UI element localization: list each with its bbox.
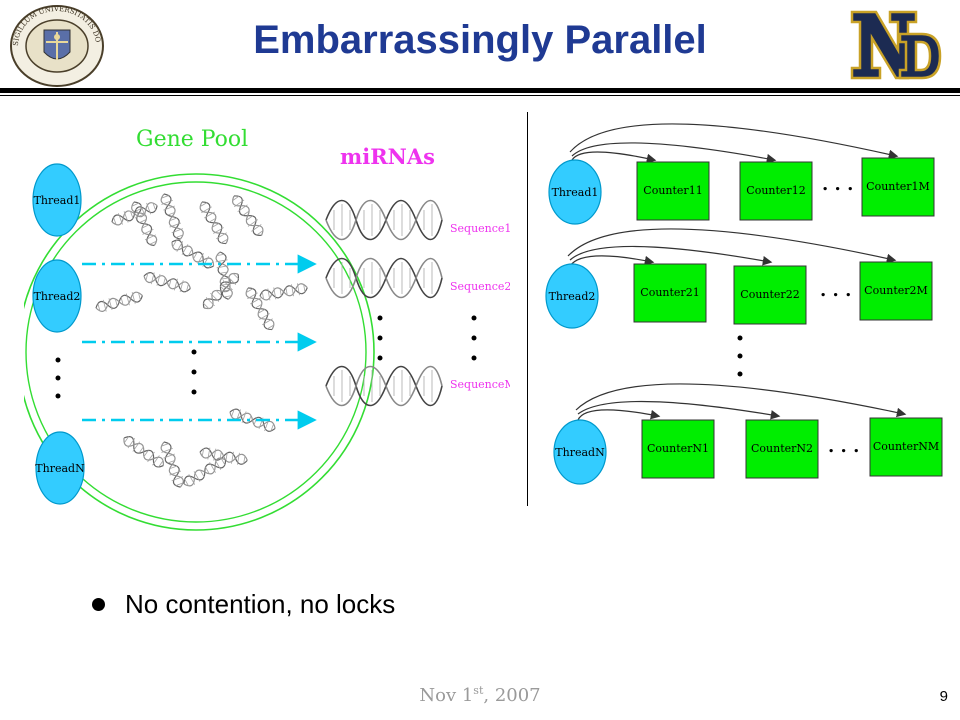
footer-date-sup: st bbox=[473, 684, 484, 697]
counter-n2-box bbox=[745, 419, 819, 479]
counter-row-1-ellipsis: . . . bbox=[822, 174, 853, 195]
counter-row-1: Thread1 Counter11 Counter12 . . . Counte… bbox=[548, 123, 935, 225]
mirna-2 bbox=[325, 257, 443, 299]
counter-row-2-ellipsis: . . . bbox=[820, 280, 851, 301]
thread-n-label: ThreadN bbox=[35, 462, 85, 475]
diagram-divider bbox=[527, 112, 528, 506]
counter-2m-box bbox=[859, 261, 933, 321]
gene-pool-label: Gene Pool bbox=[136, 127, 248, 152]
counter-n1-box bbox=[641, 419, 715, 479]
counter-1m-label: Counter1M bbox=[866, 180, 930, 193]
thread-1-node: Thread1 bbox=[548, 159, 602, 225]
gene-pool-diagram: Gene Pool miRNAs Thread1 Thread2 ThreadN bbox=[17, 112, 516, 532]
footer-date-main: Nov 1 bbox=[419, 685, 474, 706]
title-divider bbox=[0, 88, 960, 93]
counter-row-n: ThreadN CounterN1 CounterN2 . . . Counte… bbox=[553, 383, 943, 485]
counter-n1-label: CounterN1 bbox=[647, 442, 709, 455]
counter-row-n-ellipsis: . . . bbox=[828, 436, 859, 457]
notre-dame-nd-logo bbox=[846, 4, 944, 88]
bullet-dot-icon bbox=[92, 597, 105, 611]
thread-1: Thread1 bbox=[32, 163, 82, 237]
sequence-ellipsis bbox=[471, 315, 477, 361]
thread-2-label: Thread2 bbox=[549, 290, 596, 303]
bullet-list-item: No contention, no locks bbox=[92, 584, 395, 624]
counter-22-label: Counter22 bbox=[740, 288, 799, 301]
thread-n-node: ThreadN bbox=[553, 419, 607, 485]
mirnas-label: miRNAs bbox=[340, 144, 435, 169]
gene-pool-ellipsis bbox=[191, 349, 197, 395]
gene-pool-arrows bbox=[82, 254, 317, 430]
counter-11-box bbox=[636, 161, 710, 221]
footer-date-year: , 2007 bbox=[483, 685, 541, 706]
counter-diagram: Thread1 Counter11 Counter12 . . . Counte… bbox=[522, 110, 952, 506]
page-number: 9 bbox=[939, 688, 948, 705]
thread-rows-ellipsis bbox=[737, 335, 743, 377]
counter-row-2: Thread2 Counter21 Counter22 . . . Counte… bbox=[545, 228, 933, 329]
bullet-text: No contention, no locks bbox=[125, 588, 396, 619]
mirna-ellipsis bbox=[377, 315, 383, 361]
counter-nm-label: CounterNM bbox=[873, 440, 939, 453]
thread-1-label: Thread1 bbox=[34, 194, 81, 207]
counter-2m-label: Counter2M bbox=[864, 284, 928, 297]
mirna-1 bbox=[325, 199, 443, 241]
gene-helices bbox=[93, 191, 309, 490]
counter-21-box bbox=[633, 263, 707, 323]
slide-title: Embarrassingly Parallel bbox=[253, 18, 707, 62]
thread-ellipsis bbox=[55, 357, 61, 399]
counter-nm-box bbox=[869, 417, 943, 477]
thread-2: Thread2 bbox=[32, 259, 82, 333]
thread-n: ThreadN bbox=[35, 431, 85, 505]
counter-n2-label: CounterN2 bbox=[751, 442, 813, 455]
university-seal-logo: SIGILLUM UNIVERSITATIS DOMINAE NOSTRAE A… bbox=[4, 0, 106, 88]
counter-21-label: Counter21 bbox=[640, 286, 699, 299]
counter-12-box bbox=[739, 161, 813, 221]
thread-2-node: Thread2 bbox=[545, 263, 599, 329]
counter-11-label: Counter11 bbox=[643, 184, 702, 197]
counter-22-box bbox=[733, 265, 807, 325]
sequence-1-label: Sequence1 bbox=[450, 222, 510, 235]
thread-1-label: Thread1 bbox=[552, 186, 599, 199]
sequence-2-label: Sequence2 bbox=[450, 280, 510, 293]
thread-n-label: ThreadN bbox=[555, 446, 605, 459]
counter-12-label: Counter12 bbox=[746, 184, 805, 197]
mirna-m bbox=[325, 365, 443, 407]
footer-date: Nov 1st, 2007 bbox=[0, 684, 960, 706]
title-divider-thin bbox=[0, 95, 960, 96]
thread-2-label: Thread2 bbox=[34, 290, 81, 303]
gene-pool-inner-ring bbox=[25, 181, 367, 523]
sequence-m-label: SequenceM bbox=[450, 378, 510, 391]
counter-1m-box bbox=[861, 157, 935, 217]
